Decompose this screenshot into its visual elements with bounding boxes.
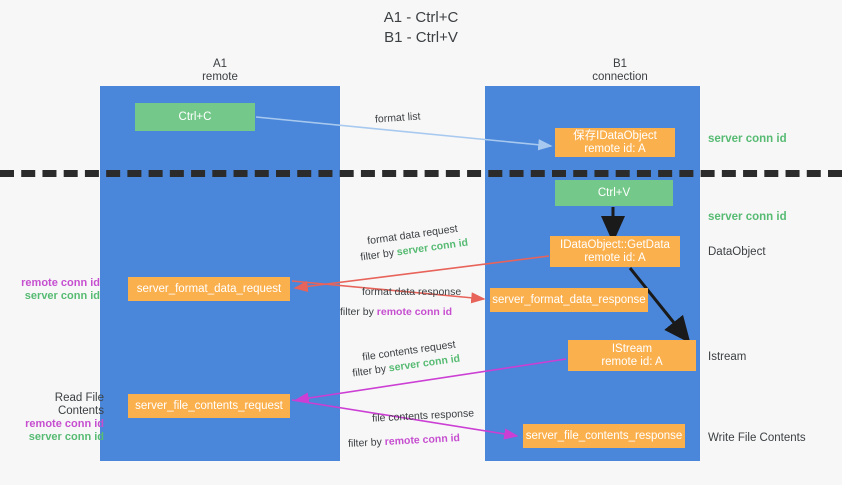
column-b1-role: connection: [592, 71, 648, 83]
box-server-format-data-request: server_format_data_request: [128, 277, 290, 301]
edge-label-file-contents-response: file contents response: [371, 407, 475, 425]
filter-remote-conn-id-2: remote conn id: [384, 432, 461, 448]
filter-remote-conn-id-1: remote conn id: [376, 306, 453, 318]
box-istream-line2: remote id: A: [601, 355, 663, 368]
box-istream-line1: IStream: [611, 342, 653, 355]
box-server-format-data-response: server_format_data_response: [490, 288, 648, 312]
box-server-file-contents-response-label: server_file_contents_response: [525, 429, 683, 442]
filter-by-text-3: filter by: [351, 362, 387, 380]
column-a1-role: remote: [202, 71, 238, 83]
box-istream: IStream remote id: A: [568, 340, 696, 371]
title-line-2: B1 - Ctrl+V: [384, 29, 458, 46]
edge-label-format-data-response: format data response: [362, 286, 462, 298]
box-save-idataobject: 保存IDataObject remote id: A: [555, 128, 675, 157]
annotation-write-file-contents: Write File Contents: [708, 432, 806, 444]
edge-label-format-data-response-filter: filter by remote conn id: [340, 305, 452, 320]
annotation-server-conn-id-upper: server conn id: [24, 290, 100, 302]
annotation-server-conn-id-second: server conn id: [708, 211, 787, 223]
annotation-remote-conn-id-upper: remote conn id: [21, 277, 100, 289]
box-server-file-contents-request-label: server_file_contents_request: [135, 399, 283, 412]
box-server-format-data-response-label: server_format_data_response: [492, 293, 646, 306]
column-header-b1: B1 connection: [530, 58, 710, 84]
annotation-dataobject: DataObject: [708, 246, 766, 258]
annotation-read-file-contents: Read File Contents: [54, 392, 104, 417]
annotation-server-conn-id-top: server conn id: [708, 133, 787, 145]
box-server-format-data-request-label: server_format_data_request: [136, 282, 282, 295]
box-save-idataobject-line2: remote id: A: [584, 142, 646, 155]
edge-label-file-contents-response-filter: filter by remote conn id: [348, 431, 461, 452]
edge-label-format-list: format list: [374, 110, 421, 126]
box-server-file-contents-response: server_file_contents_response: [523, 424, 685, 448]
filter-by-text-4: filter by: [347, 436, 383, 450]
annotation-istream: Istream: [708, 351, 747, 363]
filter-by-text-2: filter by: [340, 306, 374, 318]
annotation-server-conn-id-lower: server conn id: [28, 431, 104, 443]
column-a1-name: A1: [212, 58, 228, 70]
box-getdata-line2: remote id: A: [584, 251, 646, 264]
column-b1-name: B1: [612, 58, 628, 70]
box-save-idataobject-line1: 保存IDataObject: [573, 129, 657, 142]
column-header-a1: A1 remote: [130, 58, 310, 84]
box-ctrl-c-label: Ctrl+C: [178, 110, 212, 123]
title-line-1: A1 - Ctrl+C: [383, 9, 459, 26]
box-server-file-contents-request: server_file_contents_request: [128, 394, 290, 418]
box-ctrl-v: Ctrl+V: [555, 180, 673, 206]
filter-by-text-1: filter by: [359, 246, 395, 264]
box-ctrl-c: Ctrl+C: [135, 103, 255, 131]
page-title: A1 - Ctrl+C B1 - Ctrl+V: [0, 8, 842, 48]
annotation-conn-ids-upper: remote conn id server conn id: [8, 277, 100, 303]
box-getdata-line1: IDataObject::GetData: [560, 238, 670, 251]
annotation-read-file-contents-group: Read File Contents remote conn id server…: [8, 392, 104, 444]
annotation-remote-conn-id-lower: remote conn id: [25, 418, 104, 430]
box-idataobject-getdata: IDataObject::GetData remote id: A: [550, 236, 680, 267]
box-ctrl-v-label: Ctrl+V: [597, 186, 631, 199]
dashed-divider: [0, 170, 842, 177]
